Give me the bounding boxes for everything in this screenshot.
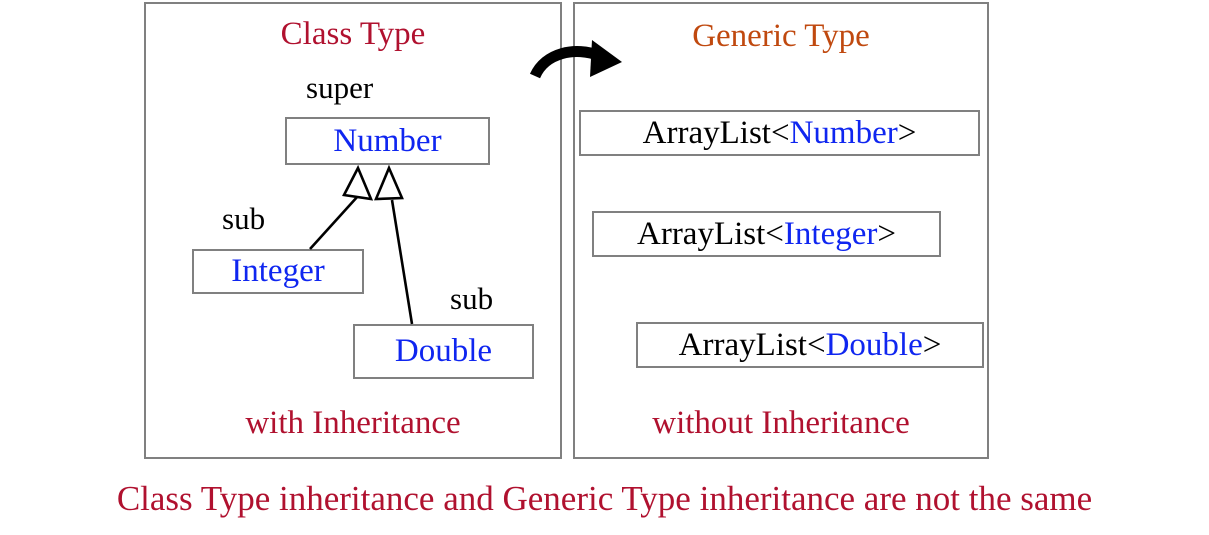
diagram-caption: Class Type inheritance and Generic Type … xyxy=(116,479,1093,518)
generic-box-arraylist-double: ArrayList<Double> xyxy=(636,322,984,368)
class-box-number: Number xyxy=(285,117,490,165)
generic-box-double-param: Double xyxy=(825,326,923,363)
class-type-title: Class Type xyxy=(280,16,426,52)
generic-box-integer-base: ArrayList< xyxy=(637,215,784,252)
generic-box-number-base: ArrayList< xyxy=(642,114,790,151)
class-box-integer: Integer xyxy=(192,249,364,294)
class-box-double-label: Double xyxy=(394,333,493,369)
generic-type-title: Generic Type xyxy=(692,18,870,54)
generic-box-arraylist-number: ArrayList<Number> xyxy=(579,110,980,156)
class-box-double: Double xyxy=(353,324,534,379)
generic-type-footer: without Inheritance xyxy=(652,405,910,441)
class-type-footer: with Inheritance xyxy=(245,405,461,441)
generic-type-panel xyxy=(573,2,989,459)
generic-box-double-base: ArrayList< xyxy=(678,326,826,363)
sub-label-integer: sub xyxy=(222,201,266,236)
generic-box-arraylist-integer: ArrayList<Integer> xyxy=(592,211,941,257)
class-box-integer-label: Integer xyxy=(231,253,325,289)
generic-box-number-close: > xyxy=(897,114,917,151)
super-label: super xyxy=(306,70,374,105)
generic-box-integer-close: > xyxy=(877,215,896,252)
sub-label-double: sub xyxy=(450,281,494,316)
generic-box-number-param: Number xyxy=(789,114,898,151)
generic-box-integer-param: Integer xyxy=(783,215,878,252)
class-box-number-label: Number xyxy=(333,122,442,159)
class-type-panel xyxy=(144,2,562,459)
generic-box-double-close: > xyxy=(922,326,942,363)
